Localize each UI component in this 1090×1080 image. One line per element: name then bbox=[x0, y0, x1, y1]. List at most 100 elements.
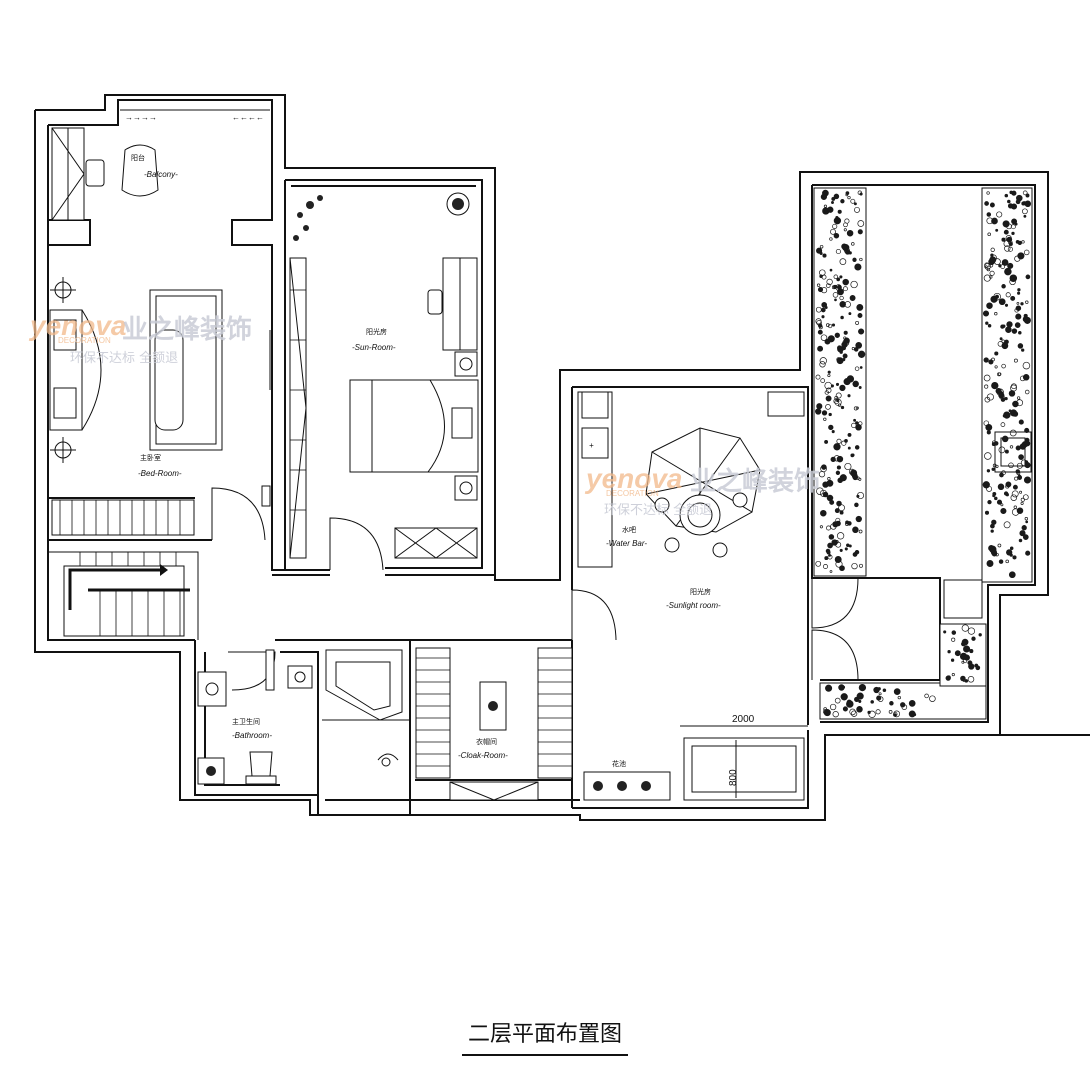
foliage-dot bbox=[870, 700, 874, 704]
foliage-dot bbox=[994, 365, 998, 369]
foliage-dot bbox=[1025, 300, 1029, 304]
foliage-dot bbox=[1019, 443, 1027, 450]
foliage-dot bbox=[1018, 538, 1023, 543]
foliage-dot bbox=[841, 440, 847, 446]
foliage-dot bbox=[832, 223, 838, 229]
foliage-dot bbox=[1013, 505, 1017, 509]
foliage-dot bbox=[831, 323, 836, 327]
foliage-dot bbox=[1020, 497, 1025, 502]
foliage-dot bbox=[873, 686, 880, 694]
foliage-dot bbox=[984, 510, 990, 515]
foliage-dot bbox=[988, 359, 994, 365]
foliage-dot bbox=[827, 477, 831, 481]
foliage-dot bbox=[989, 202, 995, 208]
foliage-dot bbox=[987, 232, 991, 237]
foliage-dot bbox=[1005, 481, 1012, 488]
foliage-dot bbox=[1004, 339, 1009, 345]
foliage-dot bbox=[943, 630, 947, 634]
svg-text:DECORATION: DECORATION bbox=[606, 489, 659, 498]
foliage-dot bbox=[1022, 374, 1030, 381]
foliage-dot bbox=[820, 334, 828, 341]
foliage-dot bbox=[844, 462, 852, 471]
foliage-dot bbox=[1004, 193, 1009, 198]
foliage-dot bbox=[1017, 475, 1023, 480]
foliage-dot bbox=[855, 320, 860, 325]
foliage-dot bbox=[833, 232, 840, 239]
foliage-dot bbox=[825, 387, 832, 394]
foliage-dot bbox=[991, 357, 995, 362]
foliage-dot bbox=[832, 292, 839, 298]
foliage-dot bbox=[1021, 525, 1027, 531]
foliage-dot bbox=[1001, 284, 1006, 289]
foliage-dot bbox=[830, 228, 836, 235]
foliage-dot bbox=[1001, 363, 1006, 369]
foliage-dot bbox=[828, 412, 832, 417]
foliage-dot bbox=[1004, 245, 1011, 252]
foliage-dot bbox=[1009, 274, 1018, 282]
foliage-dot bbox=[837, 345, 842, 351]
foliage-dot bbox=[849, 295, 856, 301]
foliage-dot bbox=[1017, 288, 1021, 292]
foliage-dot bbox=[1021, 348, 1025, 352]
sun-room-label-cn: 阳光房 bbox=[366, 327, 387, 336]
foliage-dot bbox=[858, 386, 862, 389]
drawing-title: 二层平面布置图 bbox=[0, 1016, 1090, 1056]
foliage-dot bbox=[1009, 190, 1013, 195]
foliage-dot bbox=[986, 393, 994, 401]
foliage-dot bbox=[1001, 339, 1005, 344]
foliage-dot bbox=[964, 679, 969, 683]
foliage-dot bbox=[986, 430, 991, 435]
foliage-dot bbox=[889, 701, 894, 706]
foliage-dot bbox=[856, 476, 860, 480]
foliage-dot bbox=[854, 445, 860, 450]
foliage-dot bbox=[992, 491, 997, 496]
foliage-dot bbox=[1022, 190, 1028, 196]
bedroom-label-cn: 主卧室 bbox=[140, 453, 161, 462]
foliage-dot bbox=[836, 532, 845, 540]
foliage-dot bbox=[1011, 383, 1017, 390]
sun-room-label-en: -Sun-Room- bbox=[352, 343, 396, 352]
svg-text:DECORATION: DECORATION bbox=[58, 336, 111, 345]
foliage-dot bbox=[842, 339, 850, 346]
foliage-dot bbox=[1020, 302, 1024, 306]
foliage-dot bbox=[1011, 231, 1015, 236]
foliage-dot bbox=[826, 278, 833, 286]
foliage-dot bbox=[817, 345, 824, 352]
foliage-dot bbox=[1002, 220, 1010, 228]
foliage-dot bbox=[994, 351, 999, 356]
foliage-dot bbox=[830, 523, 837, 530]
dimension-depth: 800 bbox=[728, 769, 739, 786]
foliage-dot bbox=[967, 627, 976, 635]
foliage-dot bbox=[1010, 203, 1018, 210]
water-bar-area: + 水吧 -Water Bar- 阳光房 -Sunlight room- 花池 … bbox=[571, 391, 859, 801]
foliage-dot bbox=[852, 257, 857, 262]
foliage-dot bbox=[832, 711, 839, 718]
foliage-dot bbox=[831, 196, 836, 201]
foliage-dot bbox=[858, 683, 867, 692]
bedroom-label-en: -Bed-Room- bbox=[138, 469, 182, 478]
foliage-dot bbox=[858, 421, 863, 426]
foliage-dot bbox=[1001, 237, 1006, 242]
foliage-dot bbox=[978, 633, 982, 637]
foliage-dot bbox=[888, 710, 893, 714]
foliage-dot bbox=[982, 310, 990, 317]
foliage-dot bbox=[821, 464, 827, 470]
foliage-dot bbox=[822, 481, 829, 488]
foliage-dot bbox=[954, 650, 961, 657]
foliage-dot bbox=[991, 467, 995, 471]
foliage-dot bbox=[822, 491, 829, 498]
drawing-title-text: 二层平面布置图 bbox=[461, 1016, 628, 1056]
foliage-dot bbox=[848, 544, 852, 548]
foliage-dot bbox=[1009, 445, 1014, 449]
foliage-dot bbox=[850, 280, 858, 289]
foliage-dot bbox=[825, 323, 830, 327]
foliage-dot bbox=[989, 256, 997, 264]
foliage-dot bbox=[961, 624, 969, 632]
foliage-dot bbox=[1005, 559, 1009, 564]
foliage-dot bbox=[857, 229, 863, 235]
foliage-dot bbox=[834, 556, 842, 563]
foliage-dot bbox=[840, 693, 848, 701]
foliage-dot bbox=[984, 262, 990, 268]
bathroom-area: 主卫生间 -Bathroom- bbox=[197, 649, 410, 785]
foliage-dot bbox=[839, 510, 844, 515]
